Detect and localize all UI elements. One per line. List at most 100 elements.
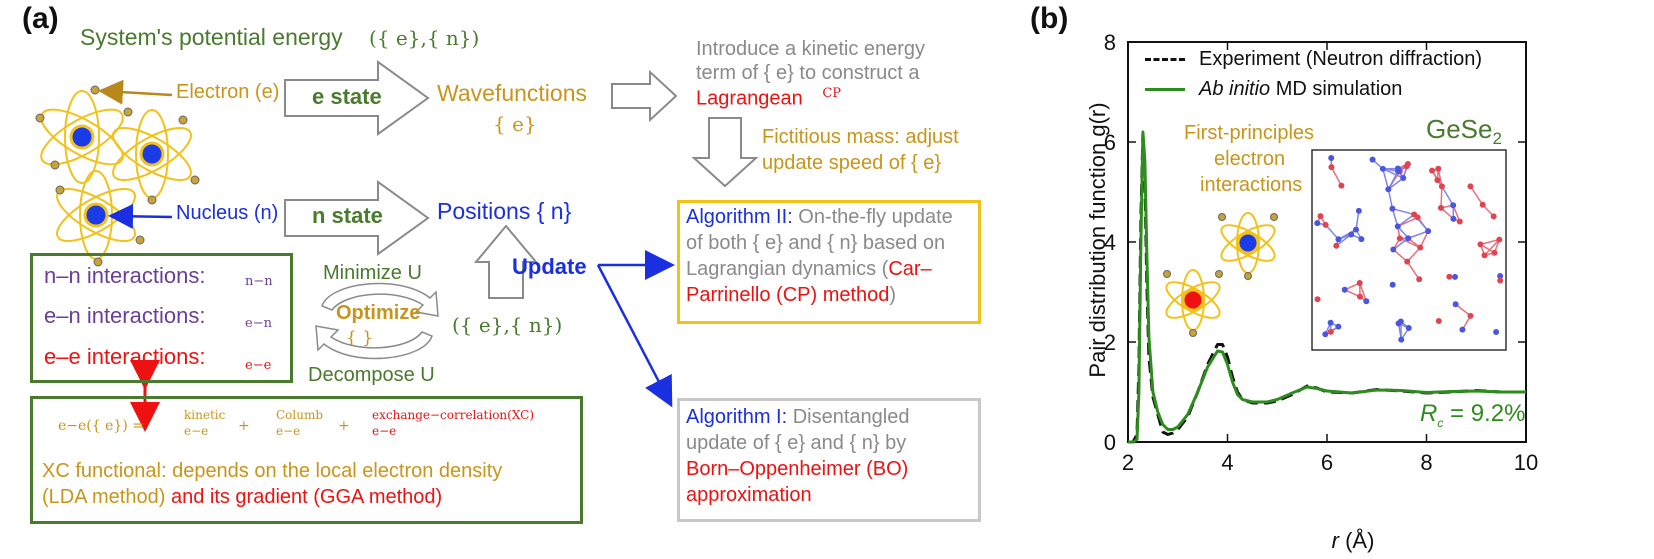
orbit-electron [1218,213,1226,221]
se-atom [1435,317,1442,324]
structure-bond [1392,207,1415,216]
hollow-arrows [284,60,759,299]
ge-atom [1335,236,1342,243]
potential-energy-title-text: System's potential energy [80,24,343,50]
algorithm-1-head: Algorithm I: [686,406,788,428]
algorithm-2-line-3b: Car– [888,258,932,280]
structure-bond [1387,177,1404,190]
red-nucleus [1181,288,1205,312]
ge-atom [1335,323,1342,330]
ge-atom [1450,215,1457,222]
algorithm-1-tail: Disentangled [792,406,910,428]
positions-label: Positions { n} [437,198,572,224]
se-atom [1467,183,1474,190]
y-tick-label: 0 [1104,430,1116,455]
series-simulation-line [1128,130,1526,444]
se-atom [1314,296,1321,303]
se-atom [1327,328,1334,335]
legend-simulation-swatch [1145,88,1185,92]
orbit-electron [1215,270,1223,278]
orbit-electron [1189,329,1197,337]
eq-kinetic-sub: e−e [184,424,209,438]
blue-nucleus [1236,231,1260,255]
ge-atom [1395,320,1402,327]
optimize-symbol: { } [346,328,374,348]
panel-a-label: (a) [22,2,59,35]
y-tick-label: 4 [1104,230,1116,255]
rc-symbol: R [1420,400,1438,427]
update-label: Update [512,254,587,279]
rc-value: Rc = 9.2% [1420,400,1525,430]
rc-sub: c [1437,415,1444,430]
structure-bond [1338,228,1357,240]
equation-box [30,396,583,524]
ge-atom [1452,273,1459,280]
algorithm-2-box [677,200,981,324]
ge-atom [1405,325,1412,332]
wavefunctions-label: Wavefunctions [437,80,587,106]
y-tick-label: 8 [1104,30,1116,55]
optimize-args: ({ e},{ n}) [452,313,563,337]
first-principles-2: electron [1214,148,1286,170]
ge-atom [1385,186,1392,193]
ee-interactions: e–e interactions: [44,344,206,369]
se-atom [1446,273,1453,280]
ge-atom [1353,226,1360,233]
nuclei [69,124,165,228]
x-axis-label-unit: (Å) [1345,528,1375,553]
eq-lhs: e−e({ e}) = [58,418,144,434]
se-atom [1497,277,1504,284]
se-atom [1496,236,1503,243]
update-arrow-to-alg1 [596,264,673,408]
interactions-box [30,253,293,383]
cycle-arrows [315,282,439,360]
x-tick-label: 4 [1221,450,1233,475]
eq-kinetic-sup: kinetic [184,408,226,422]
algorithm-1-line-4: approximation [686,484,812,506]
eq-columb-sup: Columb [276,408,324,422]
se-atom [1456,218,1463,225]
structure-bond [1382,168,1390,190]
ge-atom [1394,223,1401,230]
ge-atom [1322,331,1329,338]
structure-bond [1419,230,1429,248]
se-atom [1338,182,1345,189]
structure-bond [1406,261,1420,280]
se-atom [1437,204,1444,211]
ge-atom [1369,156,1376,163]
xc-gga: and its gradient (GGA method) [170,486,443,508]
ge-atom [1425,228,1432,235]
rc-number: = 9.2% [1450,400,1526,427]
algorithm-2-line-2: of both { e} and { n} based on [686,232,946,254]
structure-bond [1382,168,1404,179]
algorithm-2-tail: On-the-fly update [798,206,953,228]
ge-atom [1341,286,1348,293]
kinetic-text-2: term of { e} to construct a [696,62,920,84]
e-state-label: e state [312,84,382,109]
ge-atom [1405,235,1412,242]
potential-energy-args: ({ e},{ n}) [369,26,480,50]
ge-atom [1327,319,1334,326]
se-atom [1404,258,1411,265]
n-state-label: n state [312,203,383,228]
ge-atom [1450,202,1457,209]
potential-energy-title: System's potential energy ({ e},{ n}) [80,24,479,51]
nn-sub: n−n [245,274,273,289]
ge-atom [1452,301,1459,308]
y-tick-label: 6 [1104,130,1116,155]
first-principles-3: interactions [1200,174,1303,196]
x-axis-label: r (Å) [1332,528,1375,554]
structure-bond [1455,303,1471,317]
decompose-label: Decompose U [308,364,435,386]
algorithm-2-line-3a: Lagrangian dynamics ( [686,258,889,280]
x-tick-label: 10 [1514,450,1538,475]
ge-atom [1398,336,1405,343]
legend-experiment: Experiment (Neutron diffraction) [1145,48,1482,71]
legend-simulation-italic: Ab initio [1199,78,1271,100]
structure-bond [1469,185,1484,206]
eq-plus-2: + [338,418,350,434]
algorithm-2-head: Algorithm II: [686,206,793,228]
structure-bond [1407,230,1429,239]
